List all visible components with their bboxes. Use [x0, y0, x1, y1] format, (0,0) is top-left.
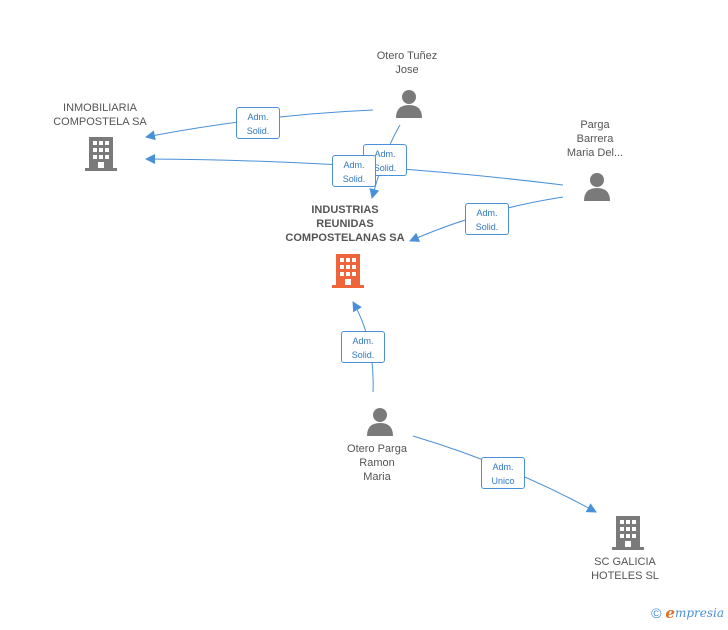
node-label-line: SC GALICIA	[594, 556, 656, 568]
person-icon[interactable]	[582, 171, 612, 201]
badge-type: Solid.	[246, 126, 270, 136]
badge-type: Solid.	[342, 174, 366, 184]
person-icon[interactable]	[394, 88, 424, 118]
edge-badge-parga-industrias[interactable]: Adm. Solid.	[465, 203, 509, 235]
node-label-sc-galicia[interactable]: SC GALICIA HOTELES SL	[575, 555, 675, 583]
edge-badge-otero-tunez-inmobiliaria[interactable]: Adm. Solid.	[236, 107, 280, 139]
node-label-line: Otero Tuñez	[376, 50, 438, 62]
node-label-parga[interactable]: Parga Barrera Maria Del...	[545, 118, 645, 160]
person-icon[interactable]	[365, 406, 395, 436]
node-label-inmobiliaria[interactable]: INMOBILIARIA COMPOSTELA SA	[30, 101, 170, 129]
badge-role: Adm.	[343, 160, 365, 170]
copyright-icon: ©	[651, 605, 662, 621]
brand-logo-text: mpresia	[674, 606, 724, 620]
node-label-line: Maria	[363, 471, 391, 483]
badge-role: Adm.	[352, 336, 374, 346]
edge-badge-otero-parga-industrias[interactable]: Adm. Solid.	[341, 331, 385, 363]
building-icon[interactable]	[332, 254, 364, 288]
building-icon[interactable]	[612, 516, 644, 550]
badge-role: Adm.	[374, 149, 396, 159]
node-label-line: Barrera	[576, 133, 614, 145]
badge-role: Adm.	[476, 208, 498, 218]
node-label-line: Otero Parga	[347, 443, 407, 455]
node-label-line: HOTELES SL	[591, 570, 659, 582]
node-label-line: Maria Del...	[566, 147, 624, 159]
badge-role: Adm.	[247, 112, 269, 122]
node-label-otero-tunez[interactable]: Otero Tuñez Jose	[357, 49, 457, 77]
badge-role: Adm.	[492, 462, 514, 472]
node-label-line: Ramon	[359, 457, 395, 469]
building-icon[interactable]	[85, 137, 117, 171]
node-label-line: Jose	[395, 64, 419, 76]
edge-badge-parga-inmobiliaria[interactable]: Adm. Solid.	[332, 155, 376, 187]
node-label-line: COMPOSTELANAS SA	[285, 232, 405, 244]
badge-type: Solid.	[351, 350, 375, 360]
node-label-line: COMPOSTELA SA	[53, 116, 147, 128]
node-label-otero-parga[interactable]: Otero Parga Ramon Maria	[327, 442, 427, 484]
node-label-line: Parga	[580, 119, 610, 131]
node-label-line: INDUSTRIAS	[311, 204, 379, 216]
badge-type: Solid.	[373, 163, 397, 173]
node-label-line: INMOBILIARIA	[63, 102, 137, 114]
brand-logo-initial: e	[665, 604, 675, 622]
node-label-line: REUNIDAS	[316, 218, 374, 230]
edge-badge-otero-parga-sc-galicia[interactable]: Adm. Unico	[481, 457, 525, 489]
badge-type: Unico	[491, 476, 515, 486]
node-label-industrias[interactable]: INDUSTRIAS REUNIDAS COMPOSTELANAS SA	[265, 203, 425, 245]
badge-type: Solid.	[475, 222, 499, 232]
brand-watermark: © e mpresia	[651, 604, 724, 622]
